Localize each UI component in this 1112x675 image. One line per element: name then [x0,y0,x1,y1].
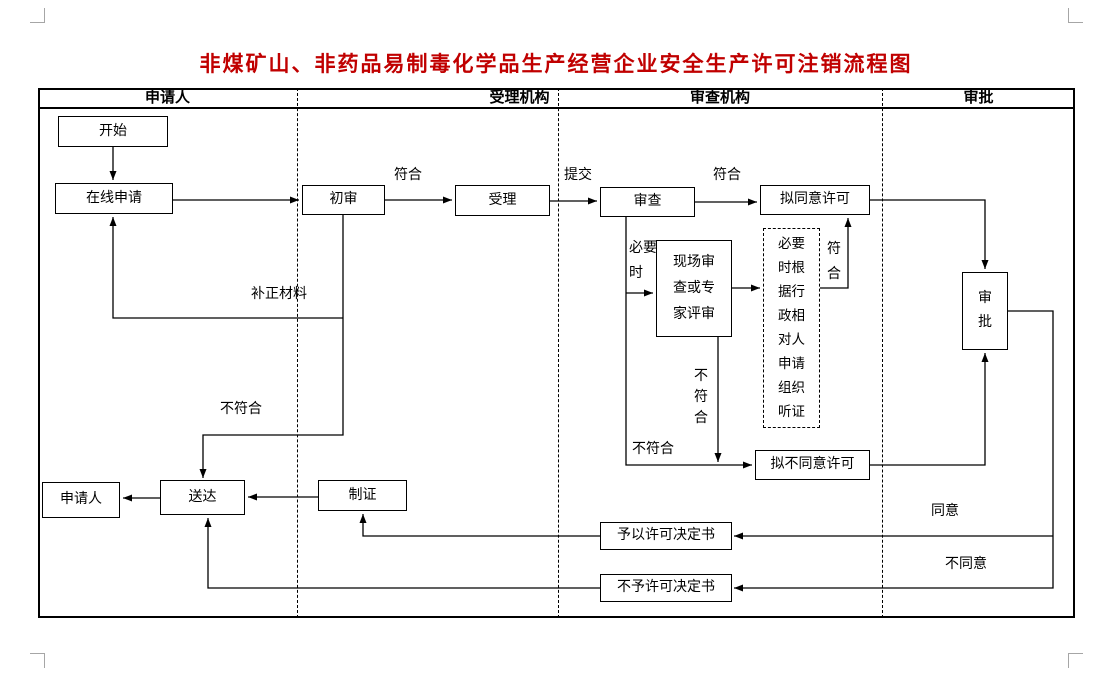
lane-header-acceptor: 受理机构 [489,90,550,106]
edge-label-disagree: 不同意 [945,557,987,572]
page-margin-mark [1068,8,1083,23]
lane-header-applicant: 申请人 [144,90,190,106]
page-margin-mark [30,8,45,23]
node-onsite-or-expert: 现场审查或专家评审 [656,240,732,337]
node-hearing-label: 必要时根据行政相对人申请组织听证 [778,236,805,419]
node-online-apply: 在线申请 [55,183,173,214]
edge-label-submit: 提交 [564,168,592,183]
node-start: 开始 [58,116,168,147]
node-initial-review: 初审 [302,185,385,215]
node-propose-approve: 拟同意许可 [760,185,870,215]
page-margin-mark [1068,653,1083,668]
node-review: 审查 [600,187,695,217]
node-approve: 审批 [962,272,1008,350]
node-deny-decision: 不予许可决定书 [600,574,732,602]
edge-label-not-conform-initial: 不符合 [220,402,262,417]
node-make-cert: 制证 [318,480,407,511]
node-applicant: 申请人 [42,482,120,518]
node-accept: 受理 [455,185,550,216]
lane-header-approver: 审批 [963,90,994,106]
node-grant-decision: 予以许可决定书 [600,522,732,550]
node-approve-label: 审批 [978,291,992,330]
edge-label-when-necessary: 必要时 [629,241,657,281]
lane-header-reviewer: 审查机构 [689,90,750,106]
lane-divider [297,88,298,618]
node-propose-deny: 拟不同意许可 [755,450,870,480]
edge-label-conform-after-hearing: 符合 [827,242,841,282]
node-deliver: 送达 [160,480,245,515]
edge-label-agree: 同意 [931,504,959,519]
flowchart-frame [38,88,1075,618]
lane-divider [558,88,559,618]
edge-label-conform-review: 符合 [713,168,741,183]
node-hearing: 必要时根据行政相对人申请组织听证 [763,228,820,428]
edge-label-conform-initial: 符合 [394,168,422,183]
node-onsite-or-expert-label: 现场审查或专家评审 [673,254,715,322]
lane-header-divider [38,107,1075,109]
edge-label-not-conform-review: 不符合 [632,442,674,457]
diagram-title: 非煤矿山、非药品易制毒化学品生产经营企业安全生产许可注销流程图 [199,52,913,76]
edge-label-not-conform-onsite: 不符合 [694,369,708,426]
lane-divider [882,88,883,618]
page-margin-mark [30,653,45,668]
edge-label-supplement: 补正材料 [251,287,307,302]
